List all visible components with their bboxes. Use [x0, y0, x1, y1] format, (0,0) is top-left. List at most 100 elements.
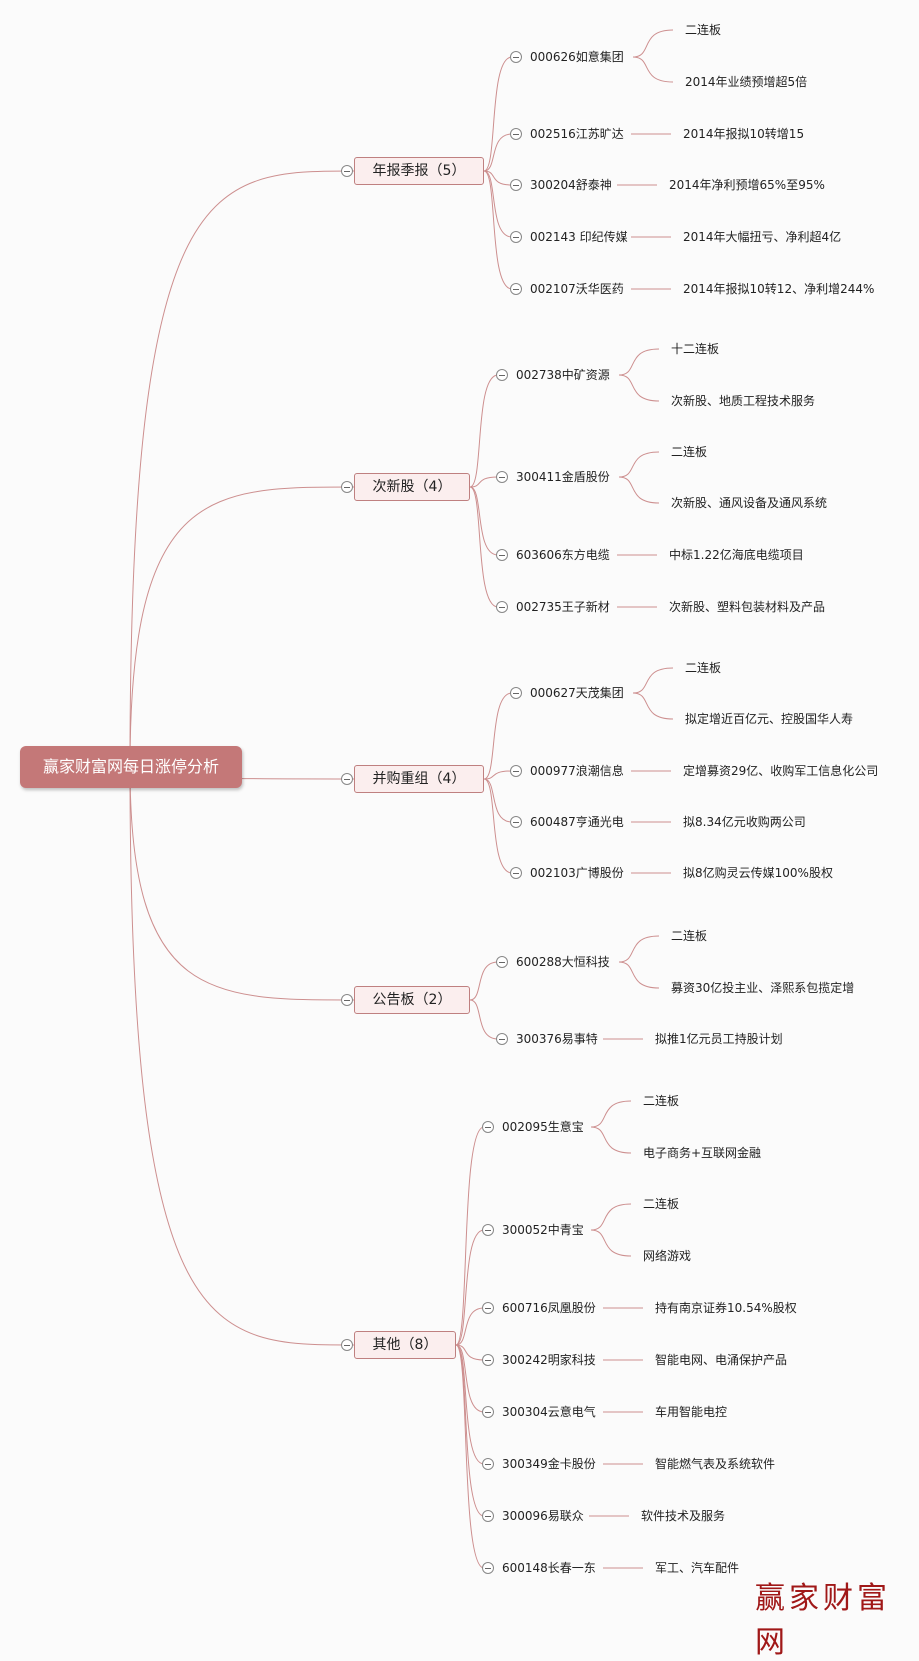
- category-node[interactable]: 其他（8）: [354, 1331, 456, 1359]
- stock-node[interactable]: 600487亨通光电: [530, 815, 624, 829]
- link-line: [483, 133, 513, 172]
- collapse-icon[interactable]: [341, 165, 353, 177]
- category-node[interactable]: 年报季报（5）: [354, 157, 484, 185]
- note-node: 次新股、塑料包装材料及产品: [669, 600, 826, 614]
- link-line: [483, 770, 513, 780]
- note-node: 2014年业绩预增超5倍: [685, 75, 808, 89]
- collapse-icon[interactable]: [496, 601, 508, 613]
- link-line: [455, 1344, 485, 1413]
- category-node[interactable]: 并购重组（4）: [354, 765, 484, 793]
- note-node: 次新股、通风设备及通风系统: [671, 496, 828, 510]
- collapse-icon[interactable]: [482, 1224, 494, 1236]
- link-line: [590, 1203, 632, 1231]
- collapse-icon[interactable]: [510, 687, 522, 699]
- collapse-icon[interactable]: [496, 1033, 508, 1045]
- link-line: [483, 692, 513, 780]
- note-node: 二连板: [643, 1197, 680, 1211]
- stock-node[interactable]: 002103广博股份: [530, 866, 624, 880]
- collapse-icon[interactable]: [341, 1339, 353, 1351]
- link-line: [455, 1344, 485, 1361]
- collapse-icon[interactable]: [510, 179, 522, 191]
- root-node[interactable]: 赢家财富网每日涨停分析: [20, 746, 242, 788]
- note-node: 定增募资29亿、收购军工信息化公司: [683, 764, 879, 778]
- link-line: [483, 170, 513, 290]
- link-line: [129, 170, 355, 768]
- collapse-icon[interactable]: [510, 283, 522, 295]
- stock-node[interactable]: 600716凤凰股份: [502, 1301, 596, 1315]
- note-node: 十二连板: [671, 342, 720, 356]
- note-node: 二连板: [671, 929, 708, 943]
- stock-node[interactable]: 002107沃华医药: [530, 282, 624, 296]
- collapse-icon[interactable]: [496, 956, 508, 968]
- stock-node[interactable]: 300052中青宝: [502, 1223, 584, 1237]
- collapse-icon[interactable]: [496, 471, 508, 483]
- note-node: 军工、汽车配件: [655, 1561, 740, 1575]
- link-line: [469, 476, 499, 488]
- stock-node[interactable]: 300096易联众: [502, 1509, 584, 1523]
- collapse-icon[interactable]: [496, 549, 508, 561]
- stock-node[interactable]: 000626如意集团: [530, 50, 624, 64]
- note-node: 2014年报拟10转增15: [683, 127, 805, 141]
- stock-node[interactable]: 600288大恒科技: [516, 955, 610, 969]
- note-node: 2014年净利预增65%至95%: [669, 178, 825, 192]
- collapse-icon[interactable]: [510, 765, 522, 777]
- link-line: [590, 1100, 632, 1128]
- note-node: 二连板: [671, 445, 708, 459]
- note-node: 智能燃气表及系统软件: [655, 1457, 776, 1471]
- collapse-icon[interactable]: [510, 816, 522, 828]
- stock-node[interactable]: 300349金卡股份: [502, 1457, 596, 1471]
- category-node[interactable]: 次新股（4）: [354, 473, 470, 501]
- collapse-icon[interactable]: [341, 994, 353, 1006]
- stock-node[interactable]: 300204舒泰神: [530, 178, 612, 192]
- collapse-icon[interactable]: [482, 1354, 494, 1366]
- link-line: [483, 170, 513, 186]
- collapse-icon[interactable]: [510, 231, 522, 243]
- link-line: [618, 476, 660, 504]
- stock-node[interactable]: 300376易事特: [516, 1032, 598, 1046]
- link-line: [590, 1126, 632, 1154]
- note-node: 车用智能电控: [655, 1405, 728, 1419]
- collapse-icon[interactable]: [482, 1510, 494, 1522]
- note-node: 拟8亿购灵云传媒100%股权: [683, 866, 833, 880]
- collapse-icon[interactable]: [496, 369, 508, 381]
- link-line: [632, 692, 674, 720]
- stock-node[interactable]: 000627天茂集团: [530, 686, 624, 700]
- stock-node[interactable]: 300242明家科技: [502, 1353, 596, 1367]
- stock-node[interactable]: 002738中矿资源: [516, 368, 610, 382]
- collapse-icon[interactable]: [482, 1406, 494, 1418]
- link-line: [632, 667, 674, 694]
- collapse-icon[interactable]: [510, 867, 522, 879]
- link-line: [455, 1126, 485, 1346]
- stock-node[interactable]: 002095生意宝: [502, 1120, 584, 1134]
- stock-node[interactable]: 603606东方电缆: [516, 548, 610, 562]
- stock-node[interactable]: 300304云意电气: [502, 1405, 596, 1419]
- stock-node[interactable]: 000977浪潮信息: [530, 764, 624, 778]
- note-node: 拟定增近百亿元、控股国华人寿: [685, 712, 854, 726]
- link-line: [483, 778, 513, 874]
- stock-node[interactable]: 002735王子新材: [516, 600, 610, 614]
- collapse-icon[interactable]: [482, 1562, 494, 1574]
- link-line: [455, 1344, 485, 1517]
- link-line: [483, 170, 513, 238]
- collapse-icon[interactable]: [482, 1458, 494, 1470]
- collapse-icon[interactable]: [510, 128, 522, 140]
- collapse-icon[interactable]: [341, 481, 353, 493]
- note-node: 中标1.22亿海底电缆项目: [669, 548, 804, 562]
- link-line: [129, 766, 355, 1001]
- collapse-icon[interactable]: [482, 1302, 494, 1314]
- link-line: [455, 1344, 485, 1569]
- link-line: [618, 374, 660, 402]
- mind-map-links: [129, 29, 674, 1569]
- collapse-icon[interactable]: [341, 773, 353, 785]
- stock-node[interactable]: 600148长春一东: [502, 1561, 596, 1575]
- note-node: 次新股、地质工程技术服务: [671, 394, 816, 408]
- stock-node[interactable]: 002143 印纪传媒: [530, 230, 628, 244]
- category-node[interactable]: 公告板（2）: [354, 986, 470, 1014]
- stock-node[interactable]: 002516江苏旷达: [530, 127, 624, 141]
- collapse-icon[interactable]: [510, 51, 522, 63]
- link-line: [590, 1229, 632, 1257]
- stock-node[interactable]: 300411金盾股份: [516, 470, 610, 484]
- collapse-icon[interactable]: [482, 1121, 494, 1133]
- link-line: [618, 961, 660, 989]
- note-node: 持有南京证券10.54%股权: [655, 1301, 797, 1315]
